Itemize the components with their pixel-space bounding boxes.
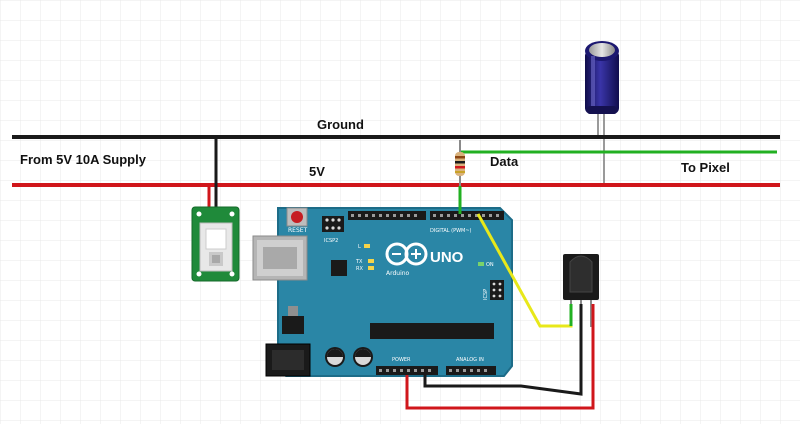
- board-logo-text: Arduino: [386, 270, 410, 277]
- power-jack-icon: [265, 343, 311, 377]
- board-capacitors: [325, 347, 373, 367]
- led-on: [478, 262, 484, 266]
- led-l-label: L: [358, 244, 361, 250]
- icsp-label: ICSP: [483, 289, 489, 300]
- sensor-module: [191, 206, 240, 282]
- ir-ground-wire: [423, 304, 583, 396]
- voltage-regulator: [282, 306, 304, 334]
- icsp2-header: [322, 216, 344, 232]
- icsp2-label: ICSP2: [324, 238, 338, 244]
- led-tx: [368, 259, 374, 263]
- led-rx-label: RX: [356, 266, 363, 272]
- microcontroller-chip: [370, 323, 494, 339]
- capacitor-icon: [585, 41, 619, 114]
- ground-label: Ground: [317, 117, 364, 132]
- reset-button-icon: [286, 207, 308, 227]
- digital-header: [348, 211, 504, 220]
- five-v-label: 5V: [309, 164, 325, 179]
- led-on-label: ON: [486, 262, 494, 268]
- power-label: POWER: [392, 357, 411, 363]
- analog-header: [446, 366, 496, 375]
- supply-label: From 5V 10A Supply: [20, 152, 147, 167]
- power-header: [376, 366, 438, 375]
- resistor-icon: [455, 140, 465, 186]
- arduino-uno-board: RESET ICSP2 DIGITAL (PWM~) UNO Ard: [252, 207, 513, 377]
- to-pixel-label: To Pixel: [681, 160, 730, 175]
- arduino-logo: [385, 242, 428, 266]
- data-label: Data: [490, 154, 519, 169]
- led-l: [364, 244, 370, 248]
- led-rx: [368, 266, 374, 270]
- board-model: UNO: [430, 249, 464, 266]
- analog-label: ANALOG IN: [456, 357, 484, 363]
- ir-power-wire: [405, 304, 595, 410]
- digital-label: DIGITAL (PWM~): [430, 228, 472, 234]
- led-tx-label: TX: [355, 259, 363, 265]
- icsp-header: [490, 280, 504, 300]
- usb-connector-icon: [252, 235, 308, 281]
- usb-chip: [331, 260, 347, 276]
- reset-label: RESET: [288, 227, 308, 234]
